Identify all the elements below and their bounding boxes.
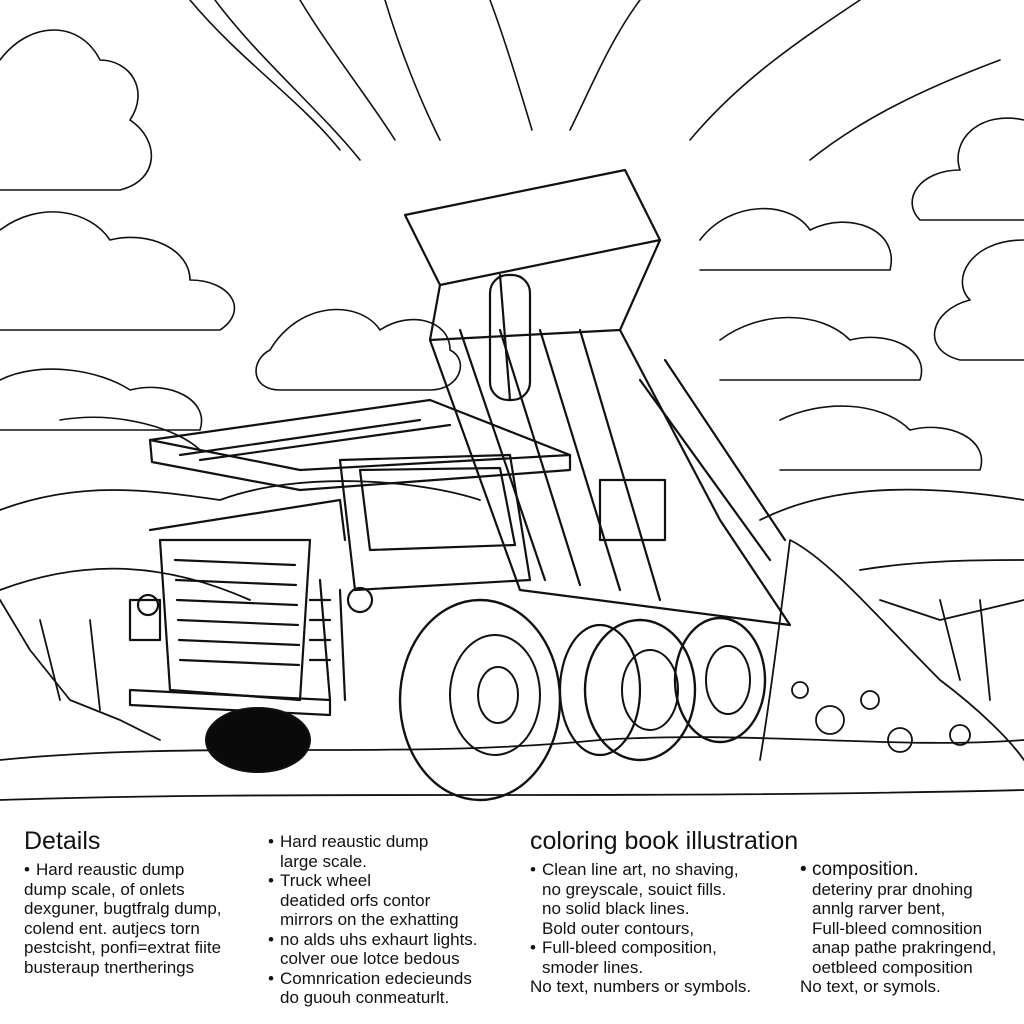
left-front-tire: [205, 707, 311, 773]
notes-column-two: Hard reaustic dump large scale. Truck wh…: [268, 832, 518, 1008]
note-line: deteriny prar dnohing: [812, 879, 973, 899]
dirt-pile: [759, 539, 1024, 761]
note-line: no alds uhs exhaurt lights.: [268, 930, 518, 950]
notes-details-column: Details Hard reaustic dump dump scale, o…: [24, 826, 254, 977]
note-line: oetbleed composition: [812, 957, 973, 977]
note-line: Hard reaustic dump: [268, 832, 518, 852]
note-line: pestcisht, ponfi=extrat fiite: [24, 938, 222, 957]
truck-canopy: [148, 398, 572, 492]
truck-body: [128, 453, 532, 717]
note-line: Full-bleed composition,: [530, 938, 795, 958]
note-line: composition.: [800, 860, 1015, 880]
note-line: no solid black lines.: [542, 899, 690, 918]
note-line: Bold outer contours,: [542, 918, 695, 938]
notes-coloring-column: coloring book illustration Clean line ar…: [530, 826, 799, 997]
sky-rays: [189, 0, 1001, 161]
note-line: no greyscale, souict fills.: [542, 879, 727, 899]
coloring-heading: coloring book illustration: [530, 827, 799, 855]
note-line: colver oue lotce bedous: [280, 949, 460, 968]
note-line: colend ent. autjecs torn: [24, 918, 200, 938]
front-wheel: [398, 598, 562, 802]
note-line: busteraup tnertherings: [24, 957, 195, 977]
dump-truck-illustration: [0, 0, 1024, 802]
rear-wheels: [558, 616, 767, 762]
note-line: dexguner, bugtfralg dump,: [24, 899, 222, 918]
note-line: Clean line art, no shaving,: [530, 860, 795, 880]
note-line: dump scale, of onlets: [24, 879, 185, 899]
note-line: Comnrication edecieunds: [268, 969, 518, 989]
note-line: No text, or symols.: [800, 977, 941, 996]
note-line: No text, numbers or symbols.: [530, 977, 752, 996]
dump-bed: [403, 168, 792, 627]
note-line: large scale.: [280, 851, 367, 871]
note-line: anap pathe prakringend,: [812, 938, 997, 957]
note-line: do guouh conmeaturlt.: [280, 988, 450, 1007]
note-line: mirrors on the exhatting: [280, 910, 459, 929]
notes-composition-column: composition. deteriny prar dnohing annlg…: [800, 860, 1015, 997]
details-heading: Details: [24, 827, 101, 855]
note-line: Truck wheel: [268, 871, 518, 891]
clouds: [0, 29, 1024, 471]
note-line: annlg rarver bent,: [812, 899, 946, 918]
note-line: deatided orfs contor: [280, 890, 431, 910]
note-line: Full-bleed comnosition: [812, 918, 983, 938]
note-line: smoder lines.: [542, 957, 644, 977]
note-line: Hard reaustic dump: [24, 860, 254, 880]
